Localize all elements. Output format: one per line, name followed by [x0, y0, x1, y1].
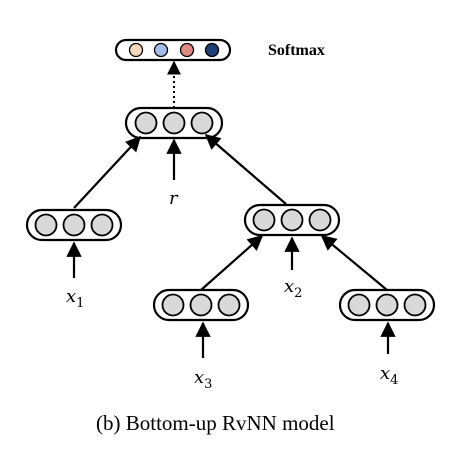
- edge-x2-to-root: [204, 133, 287, 205]
- leaf-x1-unit-1: [34, 213, 58, 237]
- leaf-x1-unit-3: [90, 213, 114, 237]
- leaf-x3-node: [152, 288, 250, 322]
- softmax-unit-3: [179, 42, 195, 58]
- mid-x2-unit-3: [308, 208, 332, 232]
- root-unit-2: [162, 111, 186, 135]
- softmax-capsule: [114, 38, 232, 62]
- mid-x2-node: [243, 203, 341, 237]
- leaf-x1-unit-2: [62, 213, 86, 237]
- x1-label: x1: [66, 286, 84, 311]
- r-label: r: [169, 188, 179, 209]
- edge-x4-to-x2: [320, 235, 388, 291]
- softmax-unit-2: [153, 42, 169, 58]
- mid-x2-unit-2: [280, 208, 304, 232]
- softmax-unit-1: [128, 42, 144, 58]
- leaf-x4-unit-1: [347, 293, 371, 317]
- softmax-layer: Softmax: [114, 38, 325, 62]
- root-unit-3: [190, 111, 214, 135]
- x4-label: x4: [380, 363, 398, 388]
- leaf-x4-node: [338, 288, 436, 322]
- figure-caption: (b) Bottom-up RvNN model: [96, 411, 335, 435]
- mid-x2-unit-1: [252, 208, 276, 232]
- edge-x3-to-x2: [200, 234, 264, 291]
- root-unit-1: [134, 111, 158, 135]
- leaf-x4-unit-2: [375, 293, 399, 317]
- softmax-unit-4: [204, 42, 220, 58]
- leaf-x4-unit-3: [403, 293, 427, 317]
- leaf-x1-node: [25, 208, 123, 242]
- softmax-label: Softmax: [268, 42, 325, 59]
- x2-label: x2: [284, 276, 302, 301]
- leaf-x3-unit-3: [217, 293, 241, 317]
- x3-label: x3: [194, 367, 212, 392]
- leaf-x3-unit-2: [189, 293, 213, 317]
- root-node: [124, 106, 224, 140]
- edge-x1-to-root: [73, 135, 142, 209]
- leaf-x3-unit-1: [161, 293, 185, 317]
